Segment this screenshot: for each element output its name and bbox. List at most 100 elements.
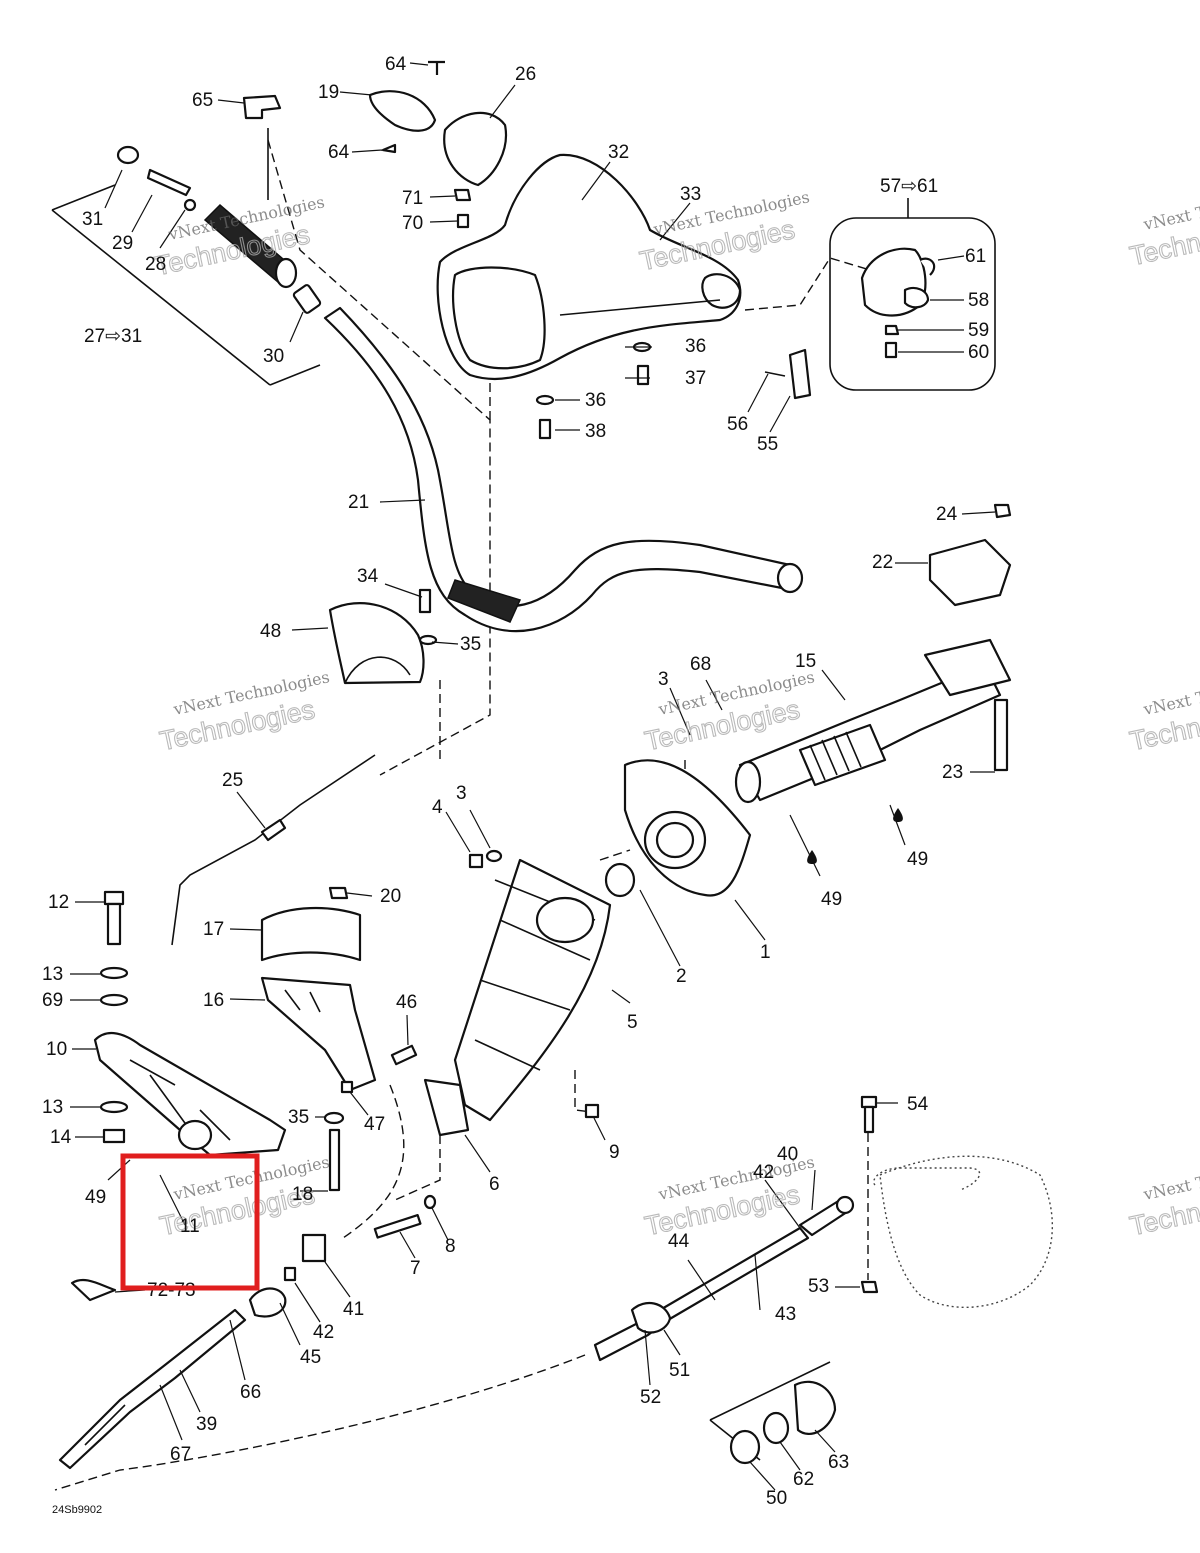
part-label[interactable]: 10	[46, 1039, 67, 1060]
part-label[interactable]: 24	[936, 504, 958, 525]
part-label[interactable]: 35	[288, 1107, 309, 1128]
part-label[interactable]: 26	[515, 64, 536, 85]
part-label[interactable]: 62	[793, 1469, 814, 1490]
part-label[interactable]: 36	[685, 336, 706, 357]
part-label[interactable]: 13	[42, 1097, 63, 1118]
part-label[interactable]: 34	[357, 566, 379, 587]
highlight-box	[120, 1153, 260, 1291]
part-label[interactable]: 69	[42, 990, 63, 1011]
part-label[interactable]: 21	[348, 492, 369, 513]
part-label[interactable]: 66	[240, 1382, 261, 1403]
part-label[interactable]: 45	[300, 1347, 321, 1368]
part-label[interactable]: 54	[907, 1094, 929, 1115]
watermark: vNext Technologies Technologies	[637, 187, 812, 277]
part-label[interactable]: 63	[828, 1452, 849, 1473]
part-label[interactable]: 36	[585, 390, 606, 411]
column-clamp-part-22	[928, 503, 1012, 772]
part-label[interactable]: 64	[328, 142, 350, 163]
part-label[interactable]: 44	[668, 1231, 690, 1252]
part-label[interactable]: 67	[170, 1444, 191, 1465]
part-label[interactable]: 5	[627, 1012, 638, 1033]
part-label[interactable]: 47	[364, 1114, 385, 1135]
part-label[interactable]: 64	[385, 54, 407, 75]
part-label[interactable]: 12	[48, 892, 69, 913]
part-label[interactable]: 3	[658, 669, 669, 690]
part-label[interactable]: 2	[676, 966, 687, 987]
part-label[interactable]: 48	[260, 621, 281, 642]
part-label[interactable]: 39	[196, 1414, 217, 1435]
part-label[interactable]: 6	[489, 1174, 500, 1195]
part-label[interactable]: 50	[766, 1488, 787, 1509]
part-label[interactable]: 38	[585, 421, 606, 442]
leader-lines	[70, 62, 996, 1491]
part-label[interactable]: 53	[808, 1276, 829, 1297]
part-label[interactable]: 19	[318, 82, 339, 103]
part-label[interactable]: 15	[795, 651, 816, 672]
part-label[interactable]: 70	[402, 213, 423, 234]
part-label[interactable]: 49	[907, 849, 928, 870]
right-edge-watermarks: vNext Technologies Technologies vNext Te…	[1127, 182, 1200, 1242]
mid-fasteners	[283, 849, 600, 1282]
part-label[interactable]: 49	[85, 1187, 106, 1208]
bracket-part-16	[260, 976, 377, 1092]
bearing-housing-part-1	[604, 759, 752, 898]
part-labels: 64 26 19 65 64 32 57⇨61 33 71 70 31 29 2…	[42, 54, 989, 1509]
arm-bolt-stack	[99, 890, 129, 1144]
part-label[interactable]: 42	[753, 1162, 774, 1183]
part-label[interactable]: 4	[432, 797, 443, 818]
part-label[interactable]: 52	[640, 1387, 661, 1408]
steering-cable-lower	[58, 1278, 287, 1470]
part-label[interactable]: 60	[968, 342, 989, 363]
part-label[interactable]: 23	[942, 762, 963, 783]
part-label[interactable]: 17	[203, 919, 224, 940]
part-label[interactable]: 71	[402, 188, 423, 209]
watermark-text: vNext Technologies	[1141, 667, 1200, 719]
part-label[interactable]: 30	[263, 346, 284, 367]
part-label[interactable]: 29	[112, 233, 133, 254]
oil-drop-icon	[807, 850, 817, 864]
nozzle-dotted-outline	[873, 1155, 1054, 1309]
part-label[interactable]: 8	[445, 1236, 456, 1257]
part-label[interactable]: 68	[690, 654, 711, 675]
inset-parts-55-61	[764, 247, 936, 400]
cover-plate-part-48	[328, 588, 438, 685]
watermark: vNext Technologies Technologies	[642, 1152, 817, 1242]
part-label[interactable]: 55	[757, 434, 778, 455]
part-label[interactable]: 37	[685, 368, 706, 389]
part-label[interactable]: 43	[775, 1304, 796, 1325]
part-label[interactable]: 9	[609, 1142, 620, 1163]
part-label[interactable]: 7	[410, 1258, 421, 1279]
part-label[interactable]: 59	[968, 320, 989, 341]
part-label[interactable]: 40	[777, 1144, 798, 1165]
part-label[interactable]: 13	[42, 964, 63, 985]
part-label[interactable]: 16	[203, 990, 224, 1011]
part-label[interactable]: 33	[680, 184, 701, 205]
part-label[interactable]: 27⇨31	[84, 326, 142, 347]
part-label[interactable]: 49	[821, 889, 842, 910]
part-label[interactable]: 25	[222, 770, 243, 791]
part-label[interactable]: 11	[180, 1216, 200, 1237]
part-label[interactable]: 35	[460, 634, 481, 655]
part-label[interactable]: 58	[968, 290, 989, 311]
part-label[interactable]: 57⇨61	[880, 176, 938, 197]
handlebar-cover-part-32	[436, 153, 742, 381]
part-label[interactable]: 28	[145, 254, 166, 275]
part-label[interactable]: 32	[608, 142, 629, 163]
part-label[interactable]: 61	[965, 246, 986, 267]
part-label[interactable]: 14	[50, 1127, 72, 1148]
part-label[interactable]: 65	[192, 90, 213, 111]
part-label[interactable]: 42	[313, 1322, 334, 1343]
part-label[interactable]: 1	[760, 942, 771, 963]
bracket-part-17	[260, 886, 362, 962]
part-label[interactable]: 18	[292, 1184, 313, 1205]
part-label[interactable]: 51	[669, 1360, 690, 1381]
part-label[interactable]: 41	[343, 1299, 364, 1320]
part-label[interactable]: 56	[727, 414, 748, 435]
part-label[interactable]: 22	[872, 552, 893, 573]
part-label[interactable]: 3	[456, 783, 467, 804]
part-label[interactable]: 46	[396, 992, 417, 1013]
part-label[interactable]: 20	[380, 886, 401, 907]
watermark-text: vNext Technologies	[1141, 182, 1200, 234]
watermark: vNext Technologies Technologies	[157, 667, 332, 757]
part-label[interactable]: 31	[82, 209, 103, 230]
